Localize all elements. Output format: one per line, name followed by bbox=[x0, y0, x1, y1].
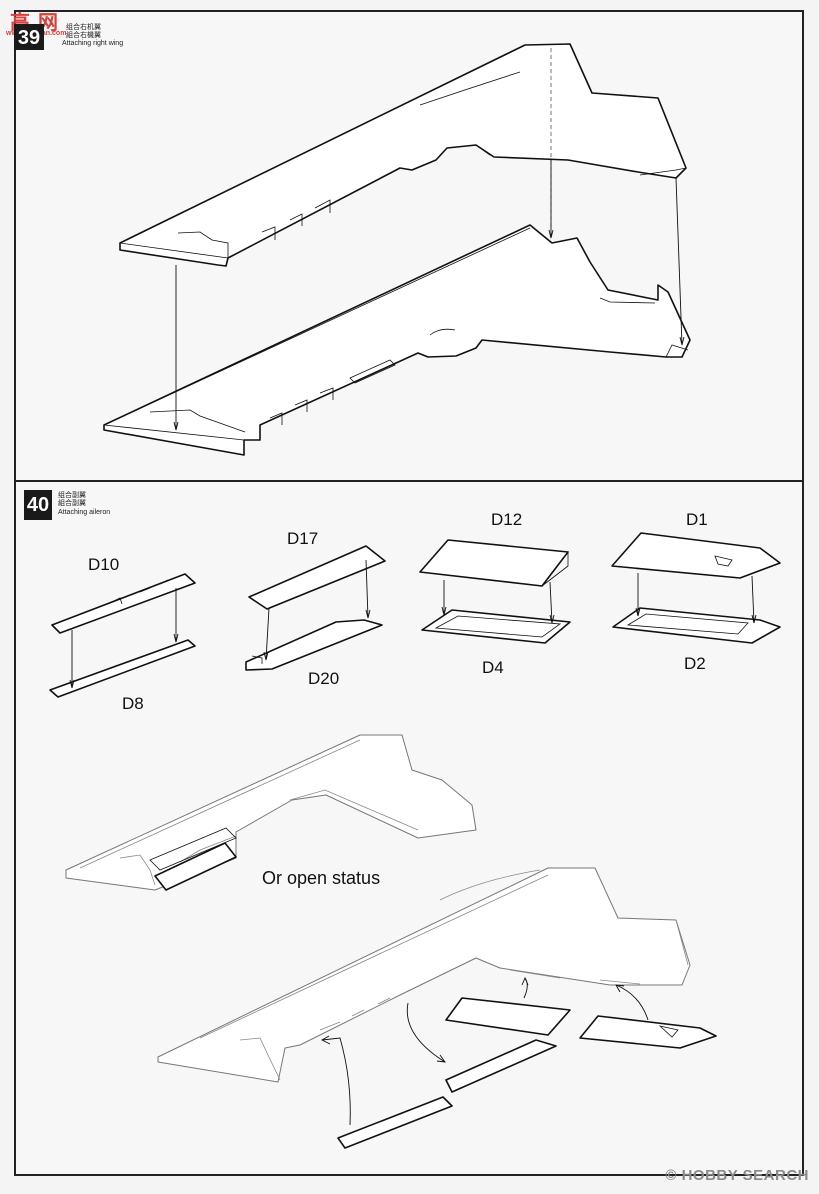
part-d17 bbox=[248, 545, 386, 610]
label-d4: D4 bbox=[482, 658, 504, 677]
copyright-icon: © bbox=[665, 1167, 677, 1184]
step-number-40: 40 bbox=[24, 490, 52, 520]
watermark-brand-text: HOBBY SEARCH bbox=[681, 1167, 809, 1184]
part-d2 bbox=[612, 607, 781, 644]
step-divider bbox=[14, 480, 804, 482]
step-39-title-en: Attaching right wing bbox=[62, 40, 124, 47]
assembled-wing-open bbox=[157, 867, 691, 1083]
loose-part-d1 bbox=[579, 1015, 717, 1049]
open-status-caption: Or open status bbox=[262, 868, 381, 888]
part-d4 bbox=[421, 609, 571, 644]
part-d10 bbox=[51, 573, 196, 634]
loose-part-d10 bbox=[337, 1096, 453, 1149]
loose-part-d17 bbox=[445, 1039, 557, 1093]
label-d17: D17 bbox=[287, 529, 319, 548]
label-d1: D1 bbox=[686, 510, 708, 529]
step-40-title-cn-traditional: 組合副翼 bbox=[58, 499, 86, 507]
step-39-title-cn-simplified: 组合右机翼 bbox=[66, 23, 101, 31]
part-d1 bbox=[611, 532, 781, 579]
loose-part-d12 bbox=[445, 997, 571, 1036]
label-d12: D12 bbox=[491, 510, 523, 529]
part-d12 bbox=[419, 539, 569, 587]
step-40-title-cn-simplified: 组合副翼 bbox=[58, 491, 86, 499]
label-d20: D20 bbox=[308, 669, 340, 688]
watermark-brand: © HOBBY SEARCH bbox=[665, 1167, 809, 1184]
step-40-title-en: Attaching aileron bbox=[58, 509, 111, 516]
label-d2: D2 bbox=[684, 654, 706, 673]
assembled-wing-closed bbox=[65, 734, 477, 891]
part-d20 bbox=[245, 619, 383, 671]
part-d8 bbox=[49, 639, 196, 698]
upper-wing-part bbox=[119, 43, 687, 267]
label-d10: D10 bbox=[88, 555, 120, 574]
step-39-title-cn-traditional: 組合右機翼 bbox=[66, 31, 101, 39]
label-d8: D8 bbox=[122, 694, 144, 713]
lower-wing-part bbox=[103, 224, 691, 456]
step-number-39: 39 bbox=[14, 24, 44, 50]
open-aileron-d8 bbox=[149, 827, 237, 891]
